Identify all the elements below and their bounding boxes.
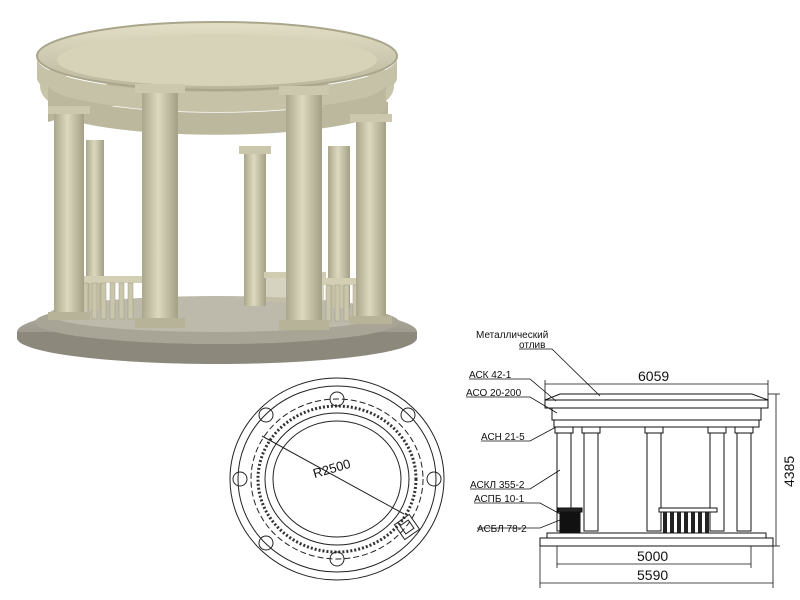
plan-column [400,407,416,423]
render-back-columns [86,140,350,310]
plan-inner-ring [272,420,402,538]
callout-asn: АСН 21-5 [481,432,525,443]
callout-ask: АСК 42-1 [469,370,512,381]
callout-metal-line1: Металлический [476,330,548,341]
plan-columns [232,391,442,567]
elev-column [583,432,599,532]
plan-column [258,407,274,423]
render-column [54,112,84,316]
plan-column [232,471,248,487]
callout-metal-line2: отлив [519,340,545,351]
plan-meander-inner [264,412,410,546]
elev-column [736,432,752,532]
render-front-columns [48,84,392,330]
elev-frieze [551,407,762,421]
elev-base-bottom [539,537,774,547]
callout-askl: АСКЛ 355-2 [470,480,525,491]
callout-aso: АСО 20-200 [466,388,522,399]
plan-meander-outer [256,404,418,554]
elev-cornice [544,399,769,409]
plan-outer-ring [229,377,445,581]
elevation-view [466,348,780,588]
render-roof-edge [36,21,398,91]
dim-inner-width: 5000 [637,548,668,564]
plan-entrance-block [399,519,415,535]
render-roof-inner [57,34,377,86]
plan-radius-line [261,435,405,515]
render-column [142,90,178,320]
dim-height: 4385 [781,456,797,487]
dim-top-width: 6059 [638,368,669,384]
plan-column [329,391,345,407]
elev-callouts: Металлический отлив АСК 42-1 АСО 20-200 … [466,330,548,535]
elev-balustrade-left [557,507,583,535]
rotunda-render [17,21,417,364]
elev-metal-drip [544,393,769,401]
render-column [328,146,350,308]
elev-leaders [466,348,601,529]
dim-base-width: 5590 [637,567,668,583]
callout-aspb: АСПБ 10-1 [474,494,525,505]
elev-dimensions [539,380,780,588]
plan-entrance-block [393,513,421,541]
plan-column [329,551,345,567]
plan-column [258,535,274,551]
elev-dimension-labels: 6059 4385 5000 5590 [637,368,797,583]
plan-view [229,377,445,581]
elev-balustrade-right [658,507,718,534]
elev-column [646,432,662,532]
render-column [244,152,266,306]
plan-column [426,471,442,487]
render-column [239,146,271,154]
elev-architrave [553,419,760,428]
render-column [286,92,322,322]
plan-column-axis [250,398,424,560]
plan-radius-label: R2500 [311,456,352,481]
render-column [86,140,104,310]
elev-columns [554,426,754,532]
plan-outer-ring-2 [237,385,437,573]
elev-base-top [546,532,767,539]
callout-asbl: АСБЛ 78-2 [477,524,527,535]
render-column [356,120,386,320]
elev-column [709,432,725,532]
